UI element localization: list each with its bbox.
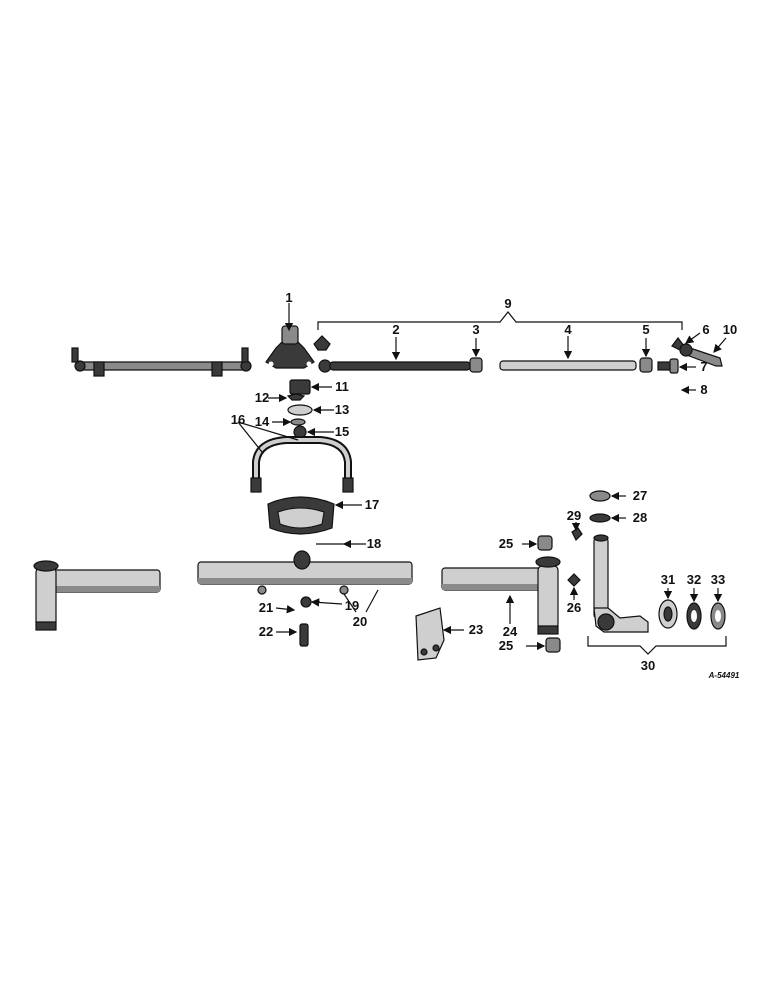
axle-clamp <box>267 496 335 535</box>
pin-22 <box>299 623 309 647</box>
callout-30: 30 <box>641 658 655 673</box>
callout-11: 11 <box>335 379 349 394</box>
spindle <box>593 534 649 633</box>
bushing-25-top <box>537 535 553 551</box>
callout-6: 6 <box>702 322 709 337</box>
u-bolt <box>250 436 354 493</box>
callout-20: 20 <box>353 614 367 629</box>
callout-29: 29 <box>567 508 581 523</box>
fitting-26 <box>567 573 581 587</box>
callout-8: 8 <box>700 382 707 397</box>
drawing-reference-code: A-54491 <box>708 671 740 680</box>
bushing-25-bottom <box>545 637 561 653</box>
drag-link-rod <box>318 359 471 373</box>
seal-32 <box>686 602 702 630</box>
ball-stud <box>657 358 679 374</box>
callout-10: 10 <box>723 322 737 337</box>
drag-link-tube <box>499 360 637 371</box>
callout-16: 16 <box>231 412 245 427</box>
clip-12 <box>286 393 306 401</box>
callout-33: 33 <box>711 572 725 587</box>
callout-7: 7 <box>700 359 707 374</box>
callout-13: 13 <box>335 402 349 417</box>
drag-link-end-cap-left <box>313 335 331 351</box>
callout-31: 31 <box>661 572 675 587</box>
washer-14 <box>290 418 306 426</box>
callout-21: 21 <box>259 600 273 615</box>
callout-14: 14 <box>255 414 270 429</box>
bracket-23 <box>415 607 445 661</box>
callout-28: 28 <box>633 510 647 525</box>
cap-27 <box>589 490 611 502</box>
drag-link-sleeve-right <box>639 357 653 373</box>
steering-arm <box>679 343 723 367</box>
callout-24: 24 <box>503 624 518 639</box>
bearing-31 <box>658 599 678 629</box>
callout-25-top: 25 <box>499 536 513 551</box>
right-axle-extension <box>441 556 561 635</box>
callout-26: 26 <box>567 600 581 615</box>
callout-17: 17 <box>365 497 379 512</box>
drag-link-bracket <box>317 311 683 330</box>
steering-arm-bracket <box>265 325 315 369</box>
callout-22: 22 <box>259 624 273 639</box>
callout-3: 3 <box>472 322 479 337</box>
callout-27: 27 <box>633 488 647 503</box>
callout-32: 32 <box>687 572 701 587</box>
nut-19 <box>300 596 312 608</box>
callout-1: 1 <box>285 290 292 305</box>
tie-rod-assembly <box>71 347 252 377</box>
fitting-29 <box>571 527 583 542</box>
callout-25-bottom: 25 <box>499 638 513 653</box>
bracket-11 <box>289 379 311 395</box>
washer-28 <box>589 513 611 523</box>
callout-2: 2 <box>392 322 399 337</box>
callout-12: 12 <box>255 390 269 405</box>
callout-23: 23 <box>469 622 483 637</box>
washer-33 <box>710 602 726 630</box>
callout-18: 18 <box>367 536 381 551</box>
callout-9: 9 <box>504 296 511 311</box>
drag-link-sleeve <box>469 357 483 373</box>
callout-15: 15 <box>335 424 349 439</box>
callout-5: 5 <box>642 322 649 337</box>
center-axle <box>197 550 413 595</box>
left-axle-extension <box>33 560 161 631</box>
plate-13 <box>287 404 313 416</box>
callout-4: 4 <box>564 322 572 337</box>
